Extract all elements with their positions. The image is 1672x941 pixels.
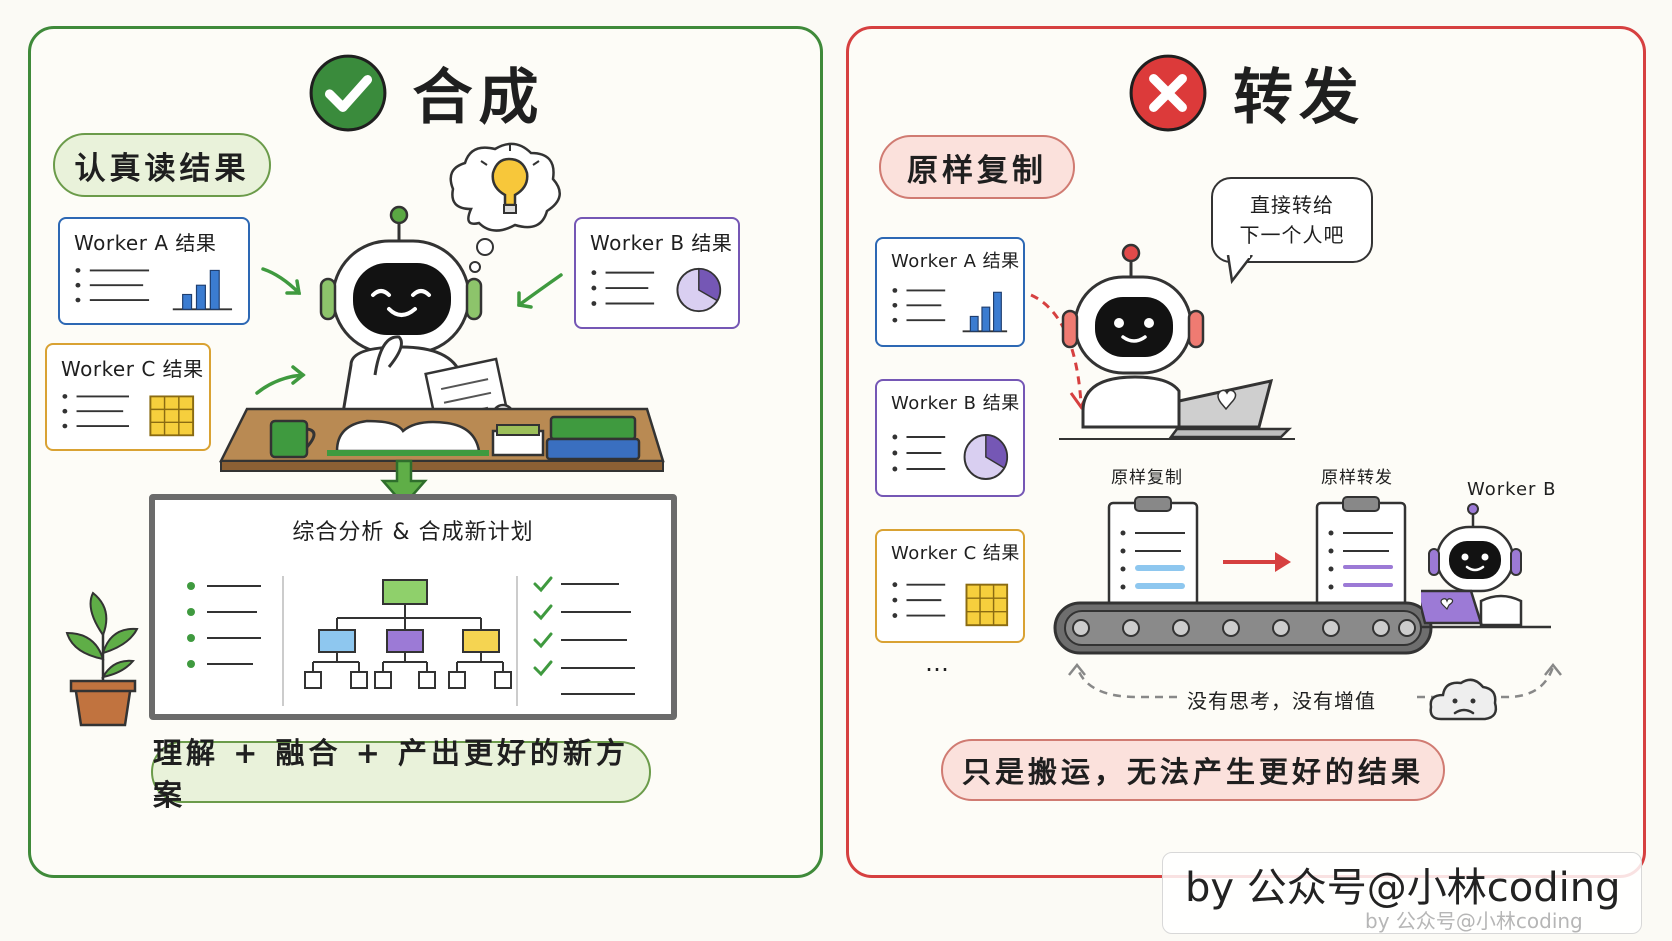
pie-chart-icon xyxy=(892,434,1009,480)
pie-chart-icon xyxy=(591,267,722,313)
bar-chart-icon xyxy=(892,288,1008,333)
robot-laptop-icon xyxy=(1059,243,1295,440)
whiteboard: 综合分析 & 合成新计划 xyxy=(149,494,677,720)
forward-worker-b-title: Worker B 结果 xyxy=(891,393,1020,414)
speech-bubble: 直接转给 下一个人吧 xyxy=(1211,177,1373,263)
cross-circle-icon xyxy=(1129,54,1207,131)
more-ellipsis: … xyxy=(925,649,952,677)
conveyor-belt-icon xyxy=(1053,601,1433,655)
worker-c-card-title: Worker C 结果 xyxy=(61,357,204,381)
worker-a-card: Worker A 结果 xyxy=(58,217,250,325)
speech-bubble-tail xyxy=(1226,255,1253,285)
plan-diagram xyxy=(187,576,635,706)
speech-line-1: 直接转给 xyxy=(1250,193,1334,217)
read-carefully-label: 认真读结果 xyxy=(53,133,271,197)
forward-worker-a-title: Worker A 结果 xyxy=(891,251,1020,272)
forwarding-panel: 转发 原样复制 直接转给 下一个人吧 Worker A 结果 Worker B … xyxy=(846,26,1646,878)
down-arrow-icon xyxy=(380,459,428,507)
receiver-label: Worker B xyxy=(1467,479,1557,500)
red-forward-arrow xyxy=(1223,552,1291,572)
watermark: by 公众号@小林coding by 公众号@小林coding xyxy=(1162,852,1642,934)
speech-line-2: 下一个人吧 xyxy=(1239,223,1345,247)
watermark-main: by 公众号@小林coding xyxy=(1185,865,1621,911)
forward-worker-a-card: Worker A 结果 xyxy=(875,237,1025,347)
forward-worker-b-card: Worker B 结果 xyxy=(875,379,1025,497)
forwarding-header: 转发 xyxy=(849,49,1643,136)
worker-a-card-title: Worker A 结果 xyxy=(74,231,217,255)
forward-worker-c-title: Worker C 结果 xyxy=(891,543,1020,564)
copy-step-label: 原样复制 xyxy=(1111,468,1183,488)
forwarding-title: 转发 xyxy=(1233,63,1365,133)
robot-reading-icon xyxy=(319,205,515,454)
synthesis-header: 合成 xyxy=(31,49,820,136)
lightbulb-idea-icon xyxy=(449,142,561,273)
bar-chart-icon xyxy=(75,268,233,311)
potted-plant-icon xyxy=(65,591,139,727)
desk-with-books-icon xyxy=(218,407,665,472)
worker-b-robot-icon xyxy=(1421,503,1551,629)
worker-c-card: Worker C 结果 xyxy=(45,343,211,451)
input-arrows xyxy=(255,267,306,395)
whiteboard-title: 综合分析 & 合成新计划 xyxy=(292,520,534,545)
synthesis-title: 合成 xyxy=(412,63,545,133)
no-value-label: 没有思考，没有增值 xyxy=(1187,689,1376,713)
worker-b-arrow xyxy=(517,273,563,309)
check-circle-icon xyxy=(309,54,386,131)
synthesis-panel: 合成 认真读结果 Worker A 结果 Worker B 结果 xyxy=(28,26,823,878)
forward-step-label: 原样转发 xyxy=(1321,468,1393,488)
worker-b-card-title: Worker B 结果 xyxy=(590,231,733,255)
table-grid-icon xyxy=(62,394,195,437)
forward-worker-c-card: Worker C 结果 xyxy=(875,529,1025,643)
watermark-sub: by 公众号@小林coding xyxy=(1365,909,1583,933)
table-grid-icon xyxy=(892,582,1009,627)
forwarding-summary-label: 只是搬运，无法产生更好的结果 xyxy=(941,739,1445,801)
synthesis-summary-label: 理解 + 融合 + 产出更好的新方案 xyxy=(151,736,651,812)
sad-cloud-icon xyxy=(1429,678,1498,721)
no-value-loop-arrows xyxy=(1068,662,1562,699)
worker-b-card: Worker B 结果 xyxy=(574,217,740,329)
copy-as-is-label: 原样复制 xyxy=(879,135,1075,199)
